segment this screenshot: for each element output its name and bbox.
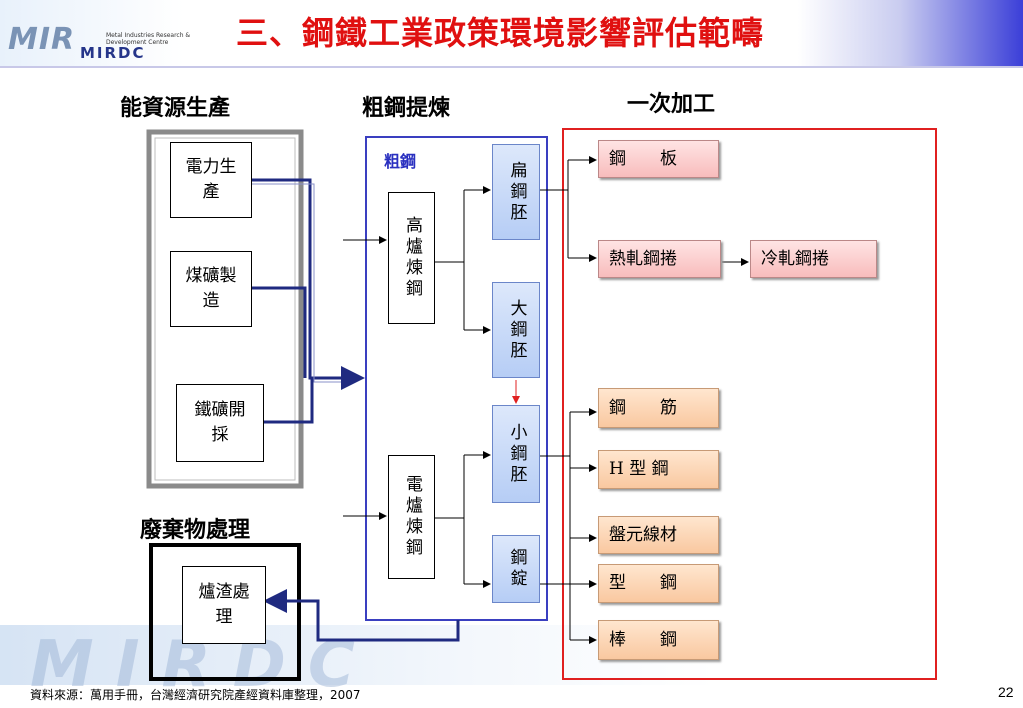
- header-divider: [0, 66, 1023, 68]
- steel-bar-box: 棒 鋼: [598, 620, 719, 660]
- ingot-box: 鋼錠: [492, 535, 540, 603]
- hot-rolled-coil-box: 熱軋鋼捲: [598, 240, 721, 278]
- billet-box: 小鋼胚: [492, 405, 540, 503]
- crude-steel-label: 粗鋼: [384, 152, 417, 171]
- page-title: 三、鋼鐵工業政策環境影響評估範疇: [236, 14, 765, 52]
- watermark-band: [0, 625, 1023, 685]
- section-energy-heading: 能資源生產: [120, 95, 231, 121]
- h-beam-box: H 型 鋼: [598, 450, 719, 489]
- page-number: 22: [998, 684, 1014, 700]
- steel-plate-box: 鋼 板: [598, 140, 719, 178]
- energy-frame: [146, 129, 304, 489]
- cold-rolled-coil-box: 冷軋鋼捲: [750, 240, 877, 278]
- slag-treatment-box: 爐渣處理: [182, 566, 266, 644]
- header-band: [0, 0, 1023, 68]
- rebar-box: 鋼 筋: [598, 388, 719, 428]
- waste-frame: [149, 543, 301, 681]
- blast-furnace-box: 高爐煉鋼: [388, 192, 435, 324]
- section-steel-box: 型 鋼: [598, 564, 719, 603]
- power-generation-box: 電力生產: [170, 142, 252, 218]
- section-crude-steel-heading: 粗鋼提煉: [362, 95, 451, 121]
- logo-mark: MIR: [8, 22, 76, 57]
- coal-production-box: 煤礦製造: [170, 251, 252, 327]
- section-processing-heading: 一次加工: [627, 91, 716, 117]
- logo-subtitle: Metal Industries Research & Development …: [106, 32, 191, 46]
- electric-furnace-box: 電爐煉鋼: [388, 455, 435, 579]
- iron-ore-mining-box: 鐵礦開採: [176, 384, 264, 462]
- section-waste-heading: 廢棄物處理: [140, 517, 251, 543]
- processing-frame: [562, 128, 937, 680]
- logo-abbr: MIRDC: [80, 44, 146, 62]
- bloom-box: 大鋼胚: [492, 282, 540, 378]
- source-note: 資料來源：萬用手冊，台灣經濟研究院產經資料庫整理，2007: [30, 688, 361, 702]
- wire-rod-box: 盤元線材: [598, 516, 719, 554]
- slab-box: 扁鋼胚: [492, 144, 540, 240]
